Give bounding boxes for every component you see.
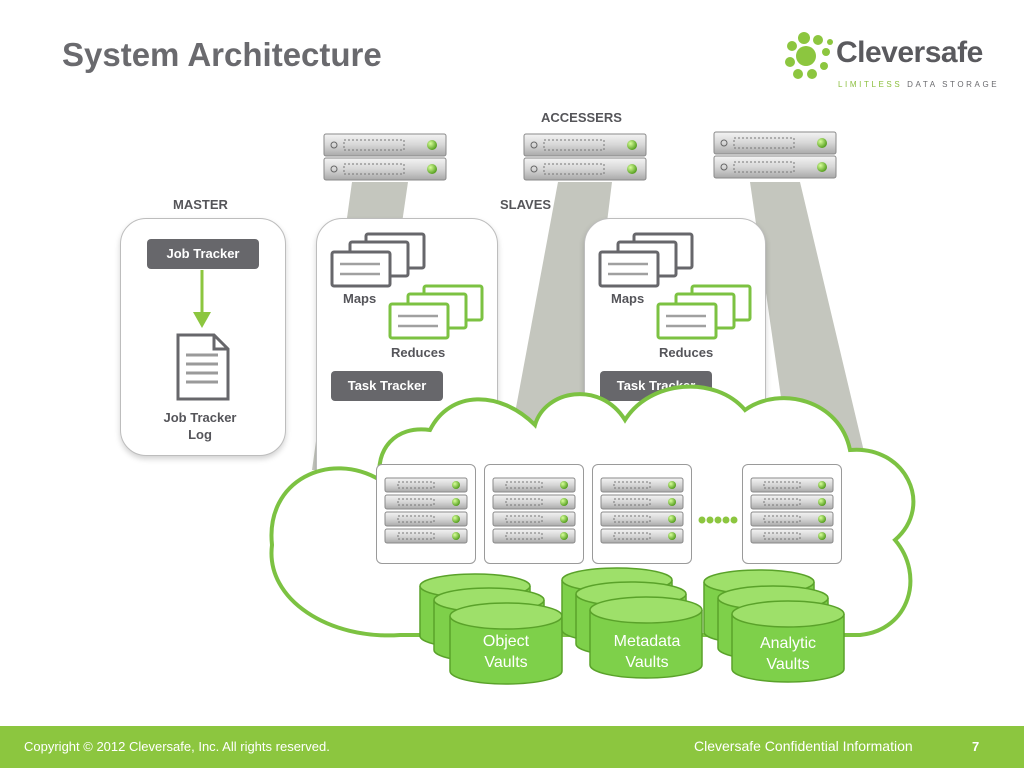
logo-wordmark: Cleversafe	[836, 36, 983, 69]
job-tracker-badge: Job Tracker	[147, 239, 259, 269]
reduces-stack-icon	[656, 284, 752, 340]
accesser-server-icon	[523, 133, 647, 181]
tagline-rest: DATA STORAGE	[907, 80, 1000, 89]
vault-line1: Object	[482, 633, 530, 650]
footer-confidential: Cleversafe Confidential Information	[694, 738, 913, 754]
ellipsis-icon	[698, 516, 738, 524]
maps-label: Maps	[343, 291, 377, 306]
slaves-label: SLAVES	[500, 197, 552, 212]
arrow-down-icon	[193, 270, 211, 328]
vault-line1: Analytic	[759, 635, 817, 652]
footer-copyright: Copyright © 2012 Cleversafe, Inc. All ri…	[24, 739, 330, 754]
reduces-label: Reduces	[659, 345, 714, 360]
maps-label: Maps	[611, 291, 645, 306]
cleversafe-logo-icon	[785, 32, 833, 79]
slide-title: System Architecture	[62, 36, 382, 73]
slicestor-server-icon	[384, 477, 468, 544]
footer-bar	[0, 726, 1024, 768]
job-tracker-log-label: Job Tracker Log	[120, 409, 280, 443]
slicestor-server-icon	[492, 477, 576, 544]
vault-line1: Metadata	[613, 633, 681, 650]
tagline-accent: LIMITLESS	[838, 80, 903, 89]
reduces-label: Reduces	[391, 345, 446, 360]
accesser-server-icon	[713, 131, 837, 179]
analytic-vaults-label: Analytic Vaults	[728, 633, 848, 675]
maps-stack-icon	[598, 232, 694, 288]
vault-line2: Vaults	[484, 654, 528, 671]
maps-stack-icon	[330, 232, 426, 288]
task-tracker-badge: Task Tracker	[331, 371, 443, 401]
document-icon	[176, 333, 230, 401]
job-tracker-log-line2: Log	[188, 427, 212, 442]
vault-line2: Vaults	[766, 656, 810, 673]
slicestor-server-icon	[750, 477, 834, 544]
vault-line2: Vaults	[625, 654, 669, 671]
logo-tagline: LIMITLESS DATA STORAGE	[838, 80, 999, 89]
accessers-label: ACCESSERS	[541, 110, 622, 125]
vault-cylinders	[419, 567, 845, 685]
object-vaults-label: Object Vaults	[446, 631, 566, 673]
metadata-vaults-label: Metadata Vaults	[587, 631, 707, 673]
master-label: MASTER	[173, 197, 228, 212]
slicestor-server-icon	[600, 477, 684, 544]
page-number: 7	[972, 739, 980, 754]
job-tracker-log-line1: Job Tracker	[163, 410, 237, 425]
reduces-stack-icon	[388, 284, 484, 340]
accesser-server-icon	[323, 133, 447, 181]
